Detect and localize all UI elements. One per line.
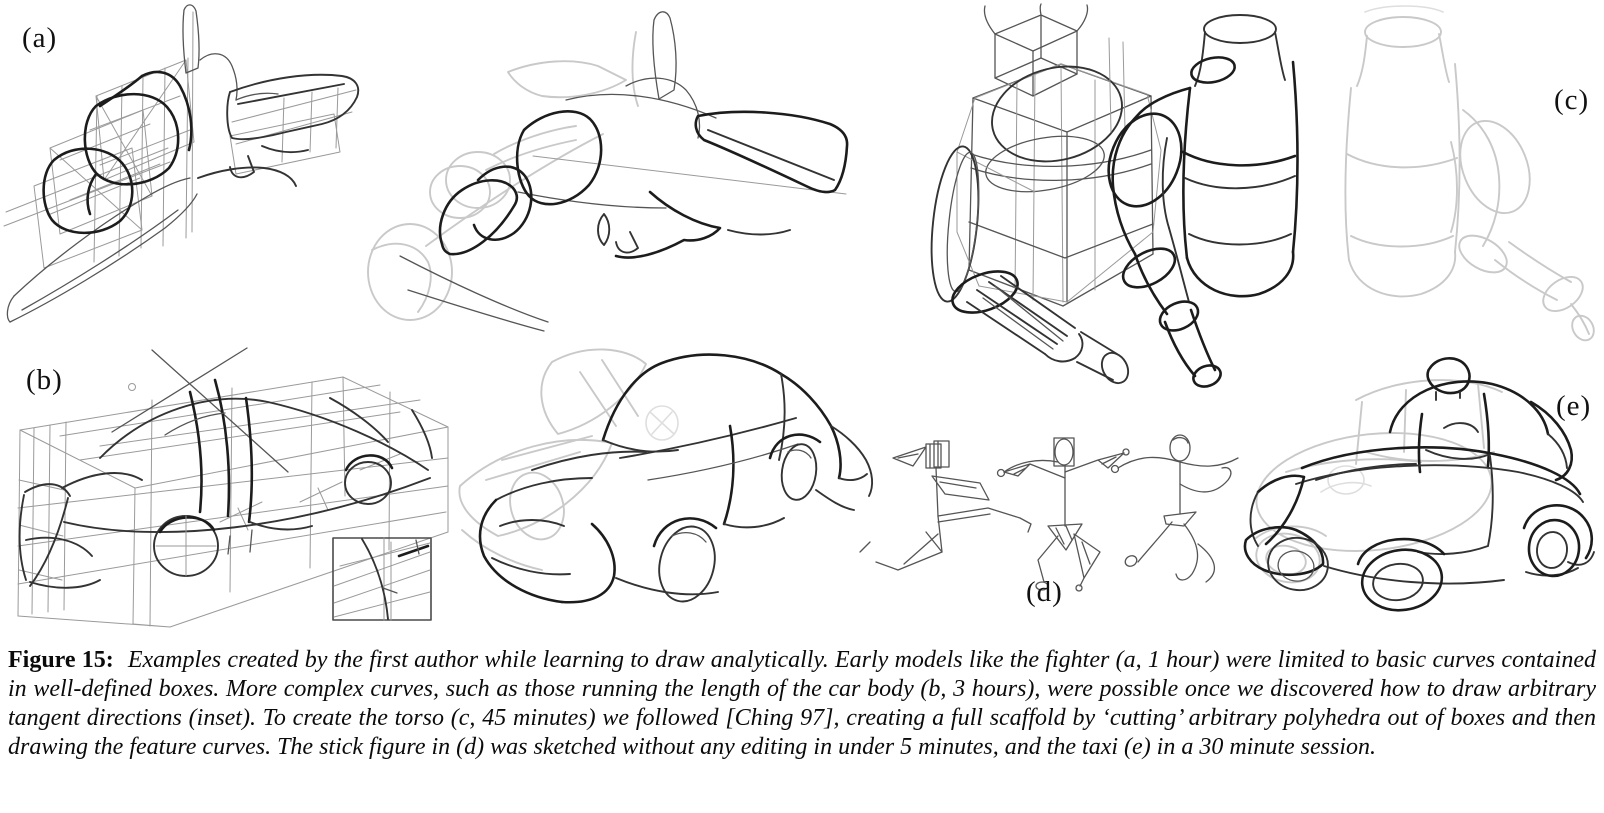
torso-scaffold-and-curves-sketch xyxy=(930,3,1595,388)
front-wheel xyxy=(652,517,718,603)
car-body-curves xyxy=(478,353,874,604)
car-scaffold-box-sketch xyxy=(17,347,449,628)
taxi-sign xyxy=(1426,357,1471,401)
feature-curves xyxy=(42,70,193,235)
figure-caption: Figure 15:Examples created by the first … xyxy=(8,646,1596,762)
gray-highlight-square xyxy=(197,462,240,498)
wing-curves xyxy=(197,73,360,187)
taxi-body-curves xyxy=(1243,380,1595,585)
taxi-sketch xyxy=(1243,357,1595,612)
fighter-jet-scaffold-sketch xyxy=(3,4,432,323)
panel-label-b: (b) xyxy=(26,364,63,396)
figure-caption-text: Examples created by the first author whi… xyxy=(8,647,1596,760)
stick-figure-1 xyxy=(875,440,1032,571)
panel-label-a: (a) xyxy=(22,22,58,54)
stick-figure-3 xyxy=(1110,434,1239,583)
tangent-lines xyxy=(111,347,289,473)
stick-figure-2 xyxy=(996,437,1130,592)
front-left-wheel xyxy=(1267,536,1329,592)
torso-scaffold-figure xyxy=(930,3,1162,385)
rear-wheel xyxy=(1522,504,1594,578)
torso-feature-figure xyxy=(1107,14,1299,388)
stick-figures-sketch xyxy=(875,434,1239,592)
rear-wheel xyxy=(768,433,822,501)
fighter-jet-curves-sketch xyxy=(367,11,849,332)
tangent-inset-box xyxy=(332,537,432,621)
ghost-curves xyxy=(367,31,639,321)
car-curves xyxy=(18,378,433,589)
front-wheel xyxy=(1356,537,1446,612)
wing-details xyxy=(597,129,835,254)
figure-caption-number: Figure 15: xyxy=(8,647,114,673)
panel-label-e: (e) xyxy=(1556,390,1592,422)
car-curves-sketch xyxy=(458,348,874,604)
rear-wheel xyxy=(344,454,394,505)
feature-curves xyxy=(438,110,849,259)
front-wheel xyxy=(153,515,219,577)
ghost-curves xyxy=(458,348,679,571)
panel-label-c: (c) xyxy=(1554,84,1590,116)
torso-ghost-figure xyxy=(1344,5,1595,342)
fuselage-curves xyxy=(399,11,847,332)
panel-label-d: (d) xyxy=(1026,576,1063,608)
fuselage-curves xyxy=(6,4,279,323)
